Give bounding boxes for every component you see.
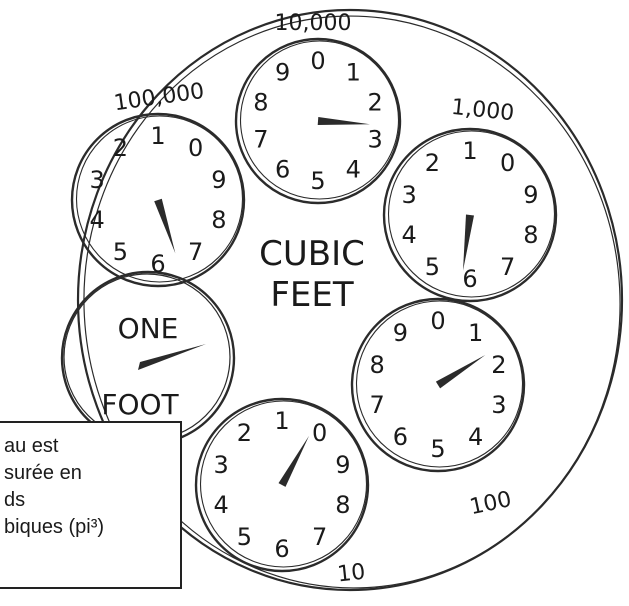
dial-digit: 1 <box>462 137 477 165</box>
dial-digit: 9 <box>523 181 538 209</box>
dial-digit: 1 <box>150 122 165 150</box>
dial-digit: 9 <box>275 59 290 87</box>
center-label-feet: FEET <box>270 275 354 315</box>
dial-digit: 3 <box>89 166 104 194</box>
dial-digit: 7 <box>500 253 515 281</box>
dial-digit: 5 <box>425 253 440 281</box>
dial-digit: 2 <box>367 89 382 117</box>
dial-digit: 7 <box>188 238 203 266</box>
foot-label-one: ONE <box>118 312 179 345</box>
dial-digit: 3 <box>213 451 228 479</box>
dial-digit: 5 <box>430 435 445 463</box>
dial-label: 10 <box>336 560 366 588</box>
one-foot-dial: ONE FOOT <box>62 272 234 444</box>
dial-label: 100,000 <box>112 79 206 116</box>
dial-label: 1,000 <box>450 95 515 126</box>
dial-digit: 0 <box>312 419 327 447</box>
dial-digit: 4 <box>468 423 483 451</box>
dial-label: 10,000 <box>275 11 352 36</box>
dial-digit: 9 <box>211 166 226 194</box>
dial-digit: 6 <box>462 265 477 293</box>
dial-digit: 3 <box>367 126 382 154</box>
dial-label: 100 <box>468 487 514 520</box>
dial-digit: 0 <box>500 149 515 177</box>
foot-dial-pointer <box>138 344 206 370</box>
center-label-cubic: CUBIC <box>259 234 365 274</box>
dial-digit: 7 <box>369 391 384 419</box>
dial-pointer <box>436 355 485 388</box>
foot-label-foot: FOOT <box>101 388 179 421</box>
dial-digit: 9 <box>393 319 408 347</box>
dial-digit: 2 <box>113 134 128 162</box>
dial-digit: 7 <box>253 126 268 154</box>
note-line-1: au est <box>4 433 172 460</box>
dial-digit: 1 <box>346 59 361 87</box>
note-line-2: surée en <box>4 460 172 487</box>
dial-digit: 9 <box>335 451 350 479</box>
dial-digit: 6 <box>275 156 290 184</box>
dial-digit: 8 <box>335 491 350 519</box>
dial-digit: 4 <box>213 491 228 519</box>
dial-digit: 6 <box>393 423 408 451</box>
dial-digit: 1 <box>468 319 483 347</box>
dial-digit: 8 <box>369 351 384 379</box>
dial-digit: 5 <box>113 238 128 266</box>
dial-digit: 2 <box>491 351 506 379</box>
dial-digit: 8 <box>211 206 226 234</box>
dial-digit: 8 <box>523 221 538 249</box>
dial-digit: 0 <box>188 134 203 162</box>
dial-digit: 4 <box>401 221 416 249</box>
dial-pointer <box>463 215 474 271</box>
note-line-3: ds <box>4 487 172 514</box>
dial-digit: 2 <box>237 419 252 447</box>
dial-digit: 0 <box>310 47 325 75</box>
dial-pointer <box>318 117 370 125</box>
dial-digit: 6 <box>274 535 289 563</box>
dial-digit: 3 <box>401 181 416 209</box>
dial-digit: 1 <box>274 407 289 435</box>
note-line-4: biques (pi³) <box>4 514 172 541</box>
dial-digit: 8 <box>253 89 268 117</box>
dial-pointer <box>154 199 175 254</box>
dial-digit: 4 <box>89 206 104 234</box>
note-box: au est surée en ds biques (pi³) <box>0 421 182 589</box>
dial-digit: 7 <box>312 523 327 551</box>
dial-digit: 6 <box>150 250 165 278</box>
dial-digit: 3 <box>491 391 506 419</box>
dial-digit: 4 <box>346 156 361 184</box>
dial-digit: 2 <box>425 149 440 177</box>
dial-digit: 0 <box>430 307 445 335</box>
dial-pointer <box>279 436 310 487</box>
dial-digit: 5 <box>310 167 325 195</box>
dial-digit: 5 <box>237 523 252 551</box>
